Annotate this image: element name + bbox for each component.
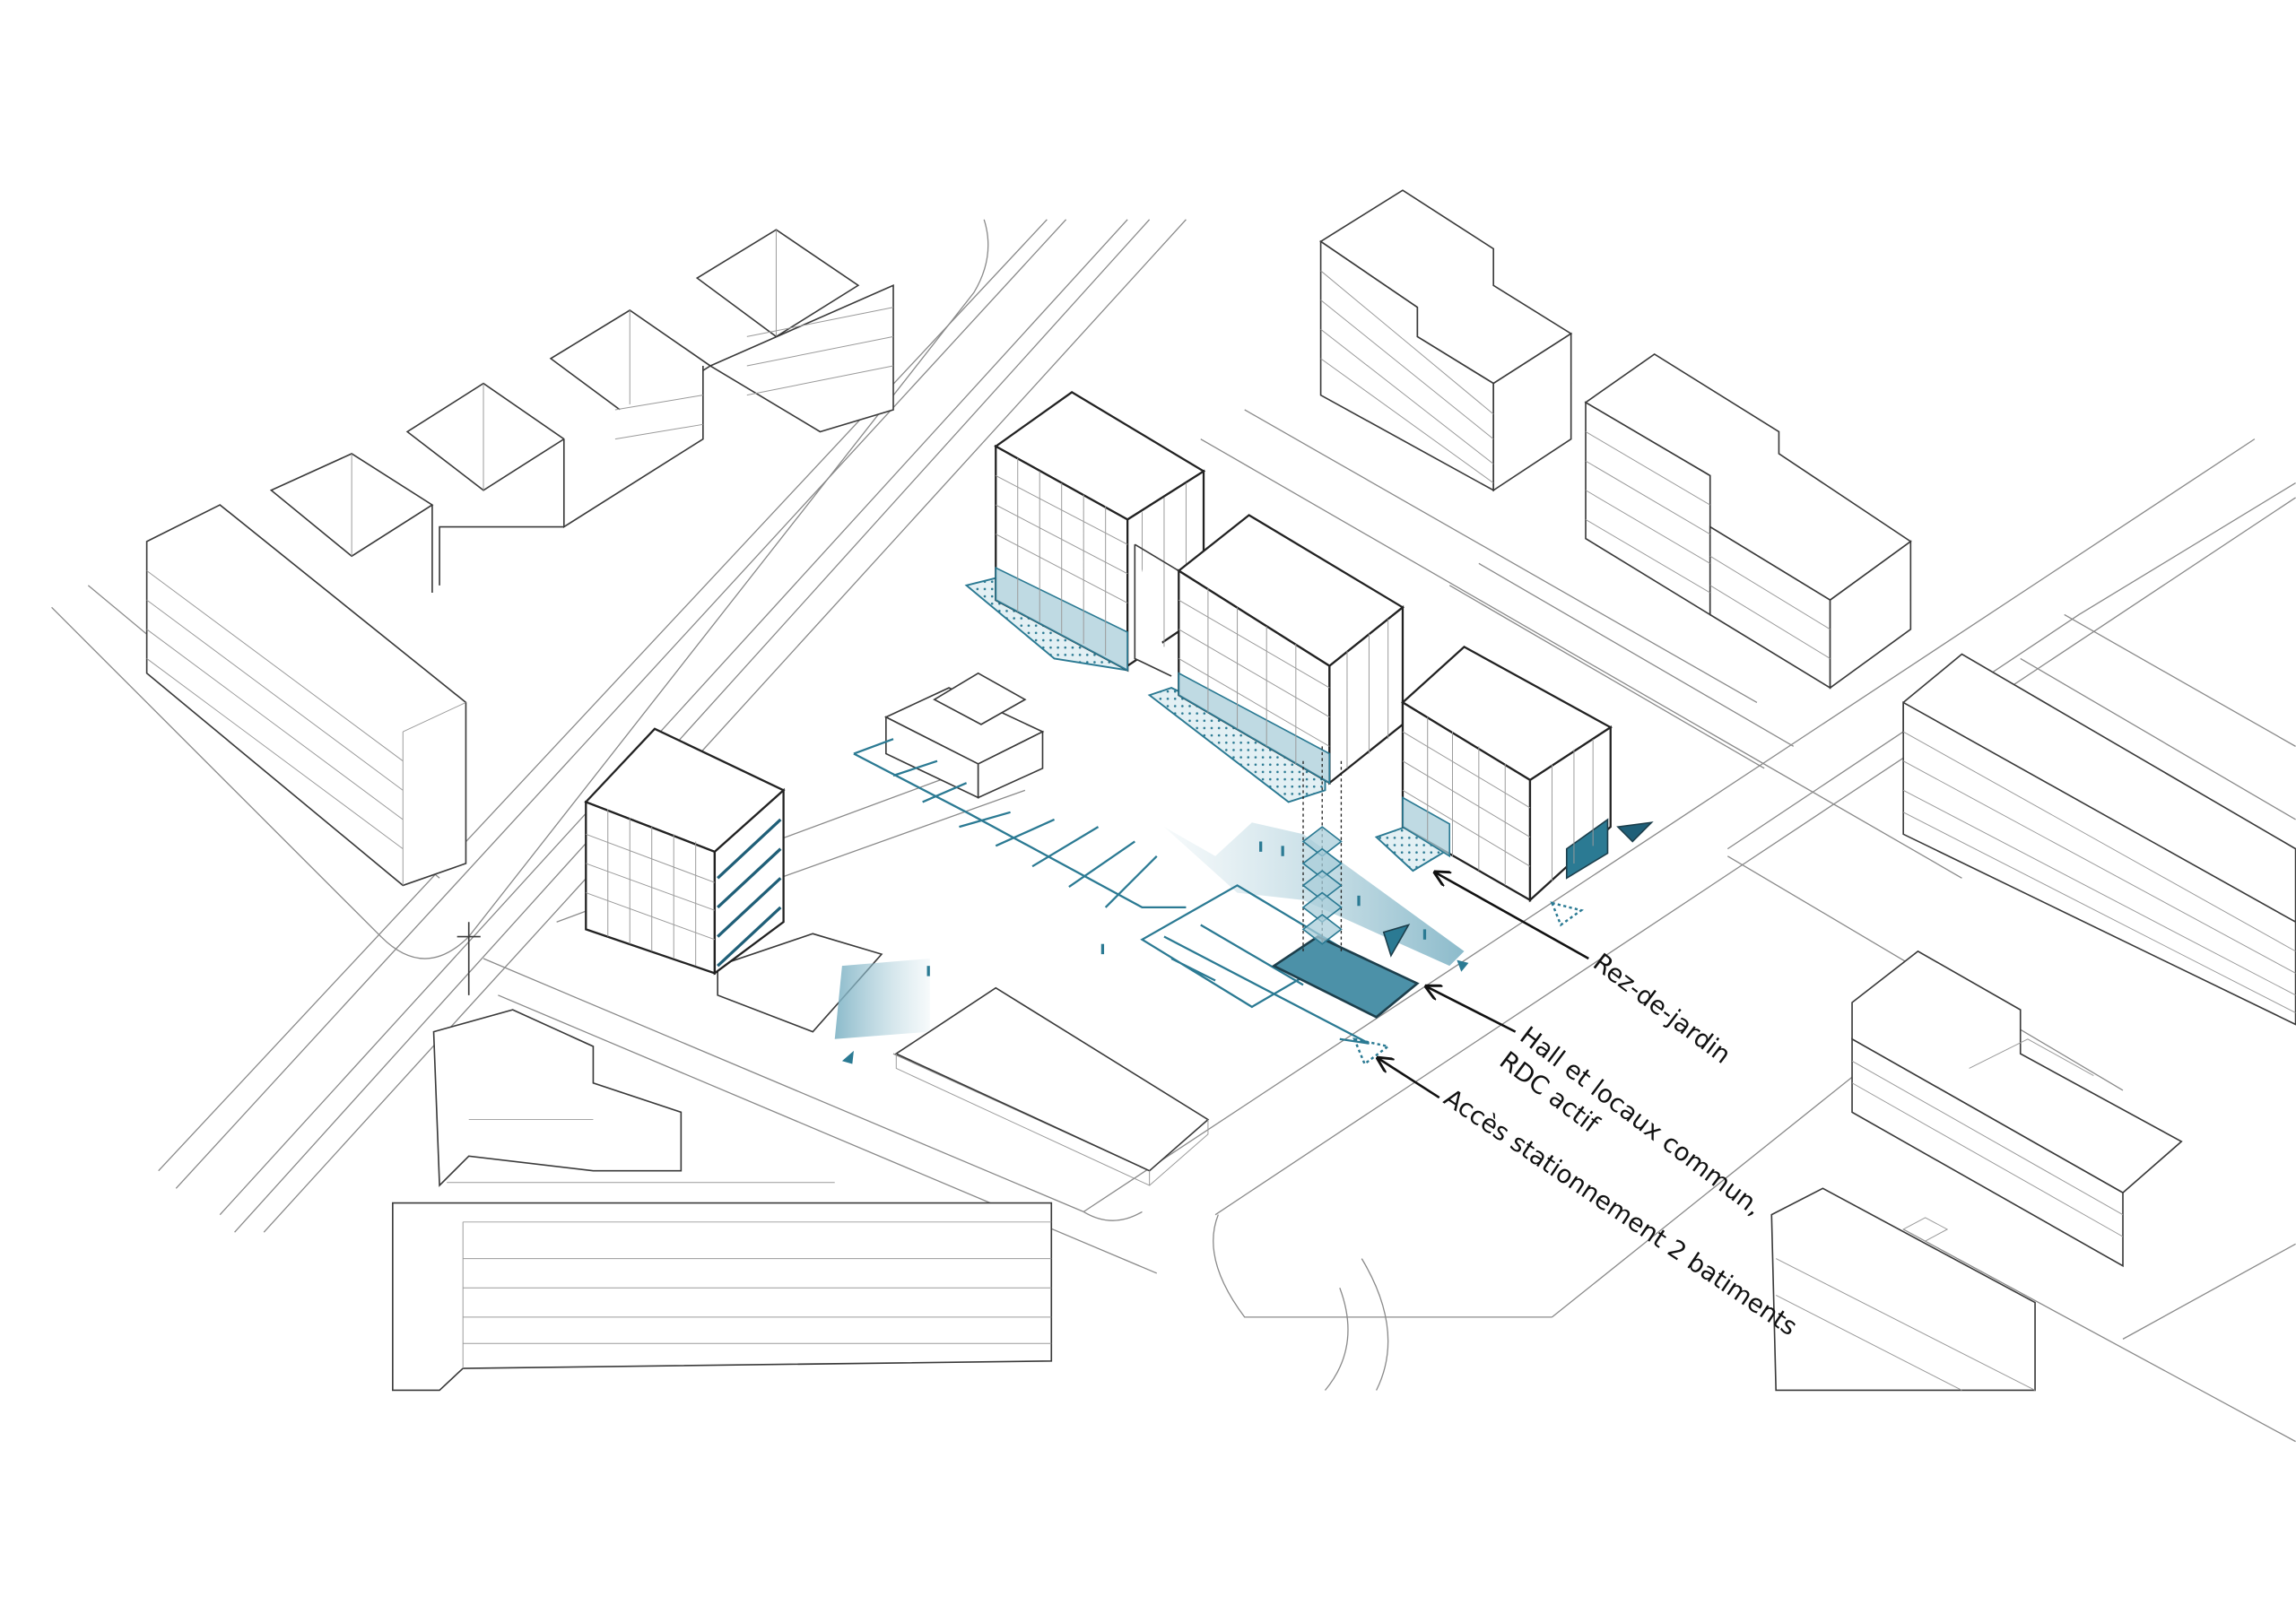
existing-buildings-northeast xyxy=(1319,189,2296,1392)
building-a xyxy=(584,727,786,976)
parking-block xyxy=(717,933,1210,1186)
people-figures xyxy=(926,841,1427,976)
parking-access-triangle-icon xyxy=(1352,1037,1391,1066)
cross-icon xyxy=(457,922,481,995)
central-hall-and-circulation xyxy=(834,746,1654,1066)
vertical-circulation-core xyxy=(1301,746,1343,951)
entrance-triangle-icon xyxy=(1457,959,1469,972)
annotation-rez-de-jardin: Rez-de-jardin xyxy=(1435,872,1736,1070)
building-d xyxy=(1374,645,1613,903)
low-block-and-parking-spaces xyxy=(853,672,1187,909)
existing-long-building-south xyxy=(392,922,1053,1392)
existing-housing-row xyxy=(145,229,894,887)
label-rez-de-jardin: Rez-de-jardin xyxy=(1587,947,1736,1069)
entrance-triangle-icon xyxy=(1382,924,1411,958)
building-c xyxy=(1134,514,1405,803)
building-b xyxy=(964,391,1206,673)
parking-access-triangle-icon xyxy=(1550,901,1584,927)
entrance-triangle-icon xyxy=(1616,821,1654,843)
entrance-triangle-icon xyxy=(841,1050,854,1064)
